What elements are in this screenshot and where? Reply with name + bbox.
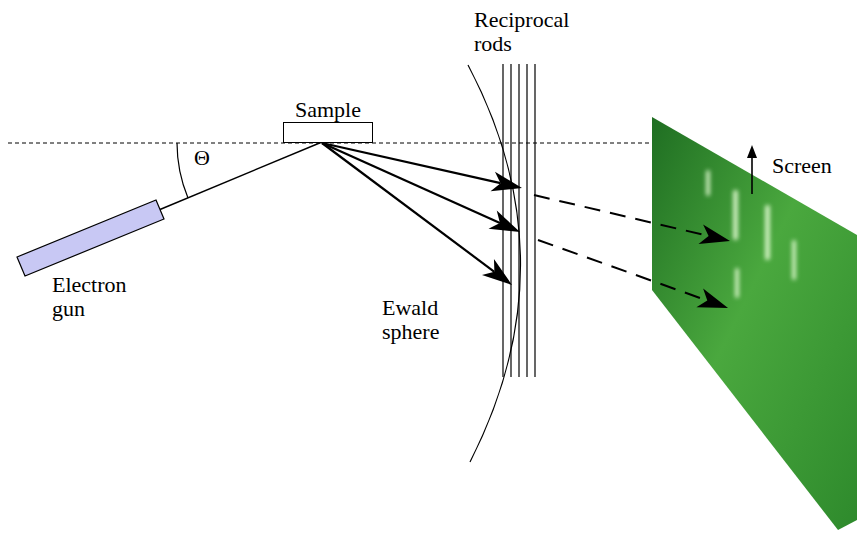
beam-arrows (322, 143, 730, 308)
angle-label: Θ (194, 146, 224, 170)
sample-rect (283, 122, 373, 143)
screen-label: Screen (772, 154, 856, 178)
screen-panel (652, 117, 857, 530)
rods-label: Reciprocal rods (474, 8, 584, 56)
label-holder: Reciprocal rods (474, 8, 584, 56)
label-holder: Θ (194, 146, 224, 170)
angle-arc (177, 143, 188, 198)
ewald-sphere (468, 65, 521, 462)
reciprocal-rods (503, 64, 535, 377)
label-holder: Ewald sphere (382, 296, 464, 344)
diffraction-streaks (706, 170, 796, 298)
ewald-label: Ewald sphere (382, 296, 464, 344)
sample-label: Sample (280, 98, 376, 122)
screen-up-arrow (747, 145, 757, 194)
gun-label: Electron gun (52, 273, 144, 321)
incident-beam (160, 142, 322, 210)
sample-block: Sample (280, 98, 376, 143)
gun-body (10, 195, 170, 325)
label-holder: Screen (772, 154, 856, 178)
electron-gun: Electron gun (10, 195, 170, 325)
